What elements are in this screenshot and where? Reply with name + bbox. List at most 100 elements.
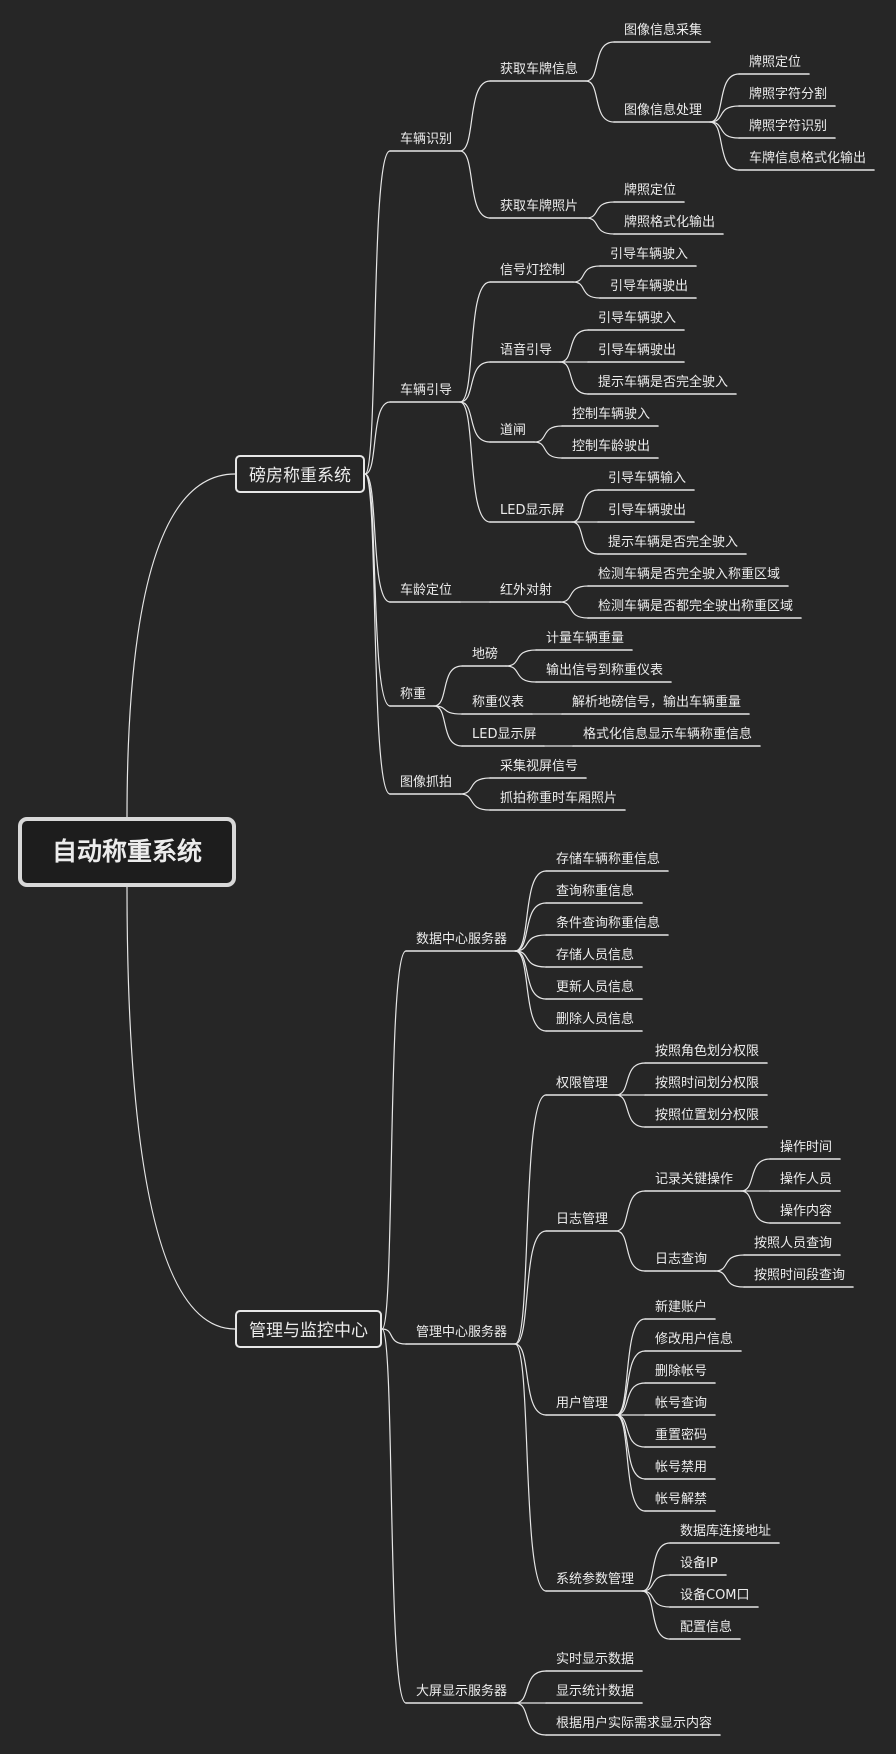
connector (709, 105, 740, 123)
connector (615, 1062, 646, 1096)
node-weighroom-vehicle-position-title: 车龄定位 (400, 583, 453, 598)
connector (505, 665, 537, 683)
connector (514, 950, 547, 1032)
node-weighroom-weighing-title: 称重 (400, 687, 427, 702)
node-weighroom-vehicle-guide-voice-guide-items-1: 引导车辆驶出 (598, 343, 677, 358)
connector (641, 1590, 671, 1640)
node-weighroom-vehicle-position-infrared-items-1: 检测车辆是否都完全驶出称重区域 (598, 599, 794, 614)
connector (459, 281, 491, 403)
node-management-mgmt-server-sys-params-items-3: 配置信息 (680, 1620, 733, 1635)
node-management-data-center-title: 数据中心服务器 (416, 932, 508, 947)
node-weighroom-weighing-scale-items-0: 计量车辆重量 (546, 631, 625, 646)
connector (364, 401, 391, 475)
connector (364, 150, 391, 475)
connector (740, 1190, 771, 1224)
connector (641, 1542, 671, 1592)
connector (459, 401, 491, 523)
connector (459, 793, 491, 811)
connector (533, 441, 563, 459)
connector (459, 777, 491, 795)
connector (559, 361, 589, 395)
connector (514, 1343, 547, 1416)
connector (514, 1094, 547, 1345)
connector (585, 41, 615, 82)
node-weighroom-image-snapshot-items-1: 抓拍称重时车厢照片 (500, 791, 618, 806)
connector (514, 1230, 547, 1345)
node-management-data-center-items-1: 查询称重信息 (556, 884, 635, 899)
node-management-mgmt-server-sys-params-items-1: 设备IP (680, 1556, 718, 1571)
node-management-mgmt-server-logs-record-title: 记录关键操作 (655, 1172, 734, 1187)
node-weighroom-vehicle-guide-led-screen-items-0: 引导车辆输入 (608, 471, 687, 486)
connector (615, 1094, 646, 1128)
node-management-data-center-items-0: 存储车辆称重信息 (556, 852, 661, 867)
connector (571, 489, 599, 523)
node-weighroom-vehicle-guide-signal-light-items-0: 引导车辆驶入 (610, 247, 689, 262)
node-weighroom-vehicle-guide-led-screen-title: LED显示屏 (500, 503, 565, 518)
node-management-mgmt-server-logs-record-items-2: 操作内容 (780, 1204, 833, 1219)
connector (585, 217, 615, 235)
node-management-display-server-items-2: 根据用户实际需求显示内容 (556, 1716, 713, 1731)
connector (615, 1318, 646, 1416)
node-management-mgmt-server-permissions-items-1: 按照时间划分权限 (655, 1076, 760, 1091)
node-management-mgmt-server-users-items-6: 帐号解禁 (655, 1492, 708, 1507)
node-management-mgmt-server-users-items-5: 帐号禁用 (655, 1460, 708, 1475)
node-weighroom-vehicle-position-infrared-title: 红外对射 (500, 583, 553, 598)
node-weighroom-vehicle-recognition-plate-info-image-processing-items-2: 牌照字符识别 (749, 119, 828, 134)
connector (615, 1230, 646, 1272)
node-management-mgmt-server-permissions-items-0: 按照角色划分权限 (655, 1044, 760, 1059)
connector (126, 885, 236, 1330)
node-weighroom-vehicle-recognition-title: 车辆识别 (400, 132, 453, 147)
node-weighroom-vehicle-guide-led-screen-items-1: 引导车辆驶出 (608, 503, 687, 518)
node-weighroom-image-snapshot-items-0: 采集视屏信号 (500, 759, 579, 774)
node-management-mgmt-server-logs-record-items-1: 操作人员 (780, 1172, 833, 1187)
connector (505, 649, 537, 667)
connector (533, 425, 563, 443)
node-weighroom-weighing-scale-title: 地磅 (472, 647, 499, 662)
connector (514, 950, 547, 1000)
connector (459, 150, 491, 219)
connector (514, 1343, 547, 1592)
node-management-mgmt-server-permissions-title: 权限管理 (556, 1076, 609, 1091)
connector (641, 1574, 671, 1592)
node-management-display-server-title: 大屏显示服务器 (416, 1684, 508, 1699)
node-management-data-center-items-4: 更新人员信息 (556, 980, 635, 995)
node-weighroom-vehicle-recognition-plate-info-title: 获取车牌信息 (500, 62, 579, 77)
connector (364, 473, 391, 603)
connector (514, 902, 547, 952)
node-management-data-center-items-2: 条件查询称重信息 (556, 916, 661, 931)
connector (559, 585, 589, 603)
node-weighroom-vehicle-guide-signal-light-items-1: 引导车辆驶出 (610, 279, 689, 294)
connector (514, 870, 547, 952)
node-weighroom-vehicle-recognition-plate-photo-items-1: 牌照格式化输出 (624, 215, 716, 230)
node-weighroom-vehicle-recognition-plate-info-image-processing-items-3: 车牌信息格式化输出 (749, 151, 867, 166)
connector (709, 73, 740, 123)
node-weighroom-image-snapshot-title: 图像抓拍 (400, 775, 453, 790)
connector (559, 601, 589, 619)
node-weighroom-weighing-scale-items-1: 输出信号到称重仪表 (546, 663, 664, 678)
connector (615, 1382, 646, 1416)
connector (572, 281, 601, 299)
node-weighroom-weighing-led-title: LED显示屏 (472, 727, 537, 742)
connector (572, 265, 601, 283)
connector (585, 80, 615, 123)
connector (381, 950, 407, 1330)
connector (559, 329, 589, 363)
node-weighroom-vehicle-guide-title: 车辆引导 (400, 383, 453, 398)
node-weighroom-vehicle-recognition-plate-info-image-processing-title: 图像信息处理 (624, 103, 703, 118)
node-weighroom-vehicle-guide-barrier-gate-items-0: 控制车辆驶入 (572, 407, 651, 422)
connector (615, 1190, 646, 1232)
node-weighroom-vehicle-guide-barrier-gate-items-1: 控制车龄驶出 (572, 439, 651, 454)
node-management-data-center-items-3: 存储人员信息 (556, 948, 635, 963)
node-weighroom-vehicle-guide-voice-guide-items-0: 引导车辆驶入 (598, 311, 677, 326)
node-weighroom-vehicle-recognition-plate-photo-title: 获取车牌照片 (500, 199, 579, 214)
node-management-mgmt-server-sys-params-title: 系统参数管理 (556, 1572, 635, 1587)
connector (381, 1328, 407, 1704)
node-management-mgmt-server-title: 管理中心服务器 (416, 1325, 508, 1340)
node-management-mgmt-server-logs-record-items-0: 操作时间 (780, 1140, 833, 1155)
node-management-mgmt-server-logs-query-items-0: 按照人员查询 (754, 1236, 833, 1251)
node-management-title: 管理与监控中心 (235, 1310, 382, 1348)
connector (714, 1254, 745, 1272)
node-weighroom-vehicle-recognition-plate-photo-items-0: 牌照定位 (624, 183, 677, 198)
node-weighroom-vehicle-guide-signal-light-title: 信号灯控制 (500, 263, 566, 278)
connector (740, 1158, 771, 1192)
